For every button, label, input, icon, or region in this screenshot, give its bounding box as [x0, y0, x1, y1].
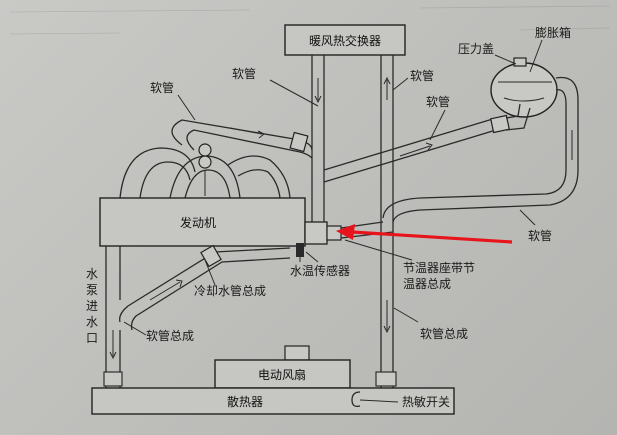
engine-block: 发动机 — [99, 197, 306, 247]
radiator: 散热器 — [91, 387, 455, 415]
right-lower-fitting — [375, 371, 397, 387]
pump-inlet-char-3: 进 — [86, 299, 98, 313]
coolant-pipe-label: 冷却水管总成 — [194, 283, 266, 298]
electric-fan: 电动风扇 — [214, 345, 351, 389]
water-temp-sensor — [296, 243, 304, 262]
hose-to-tank — [323, 103, 531, 183]
hose-left-label: 软管 — [150, 80, 174, 95]
hose-lower-right-label: 软管 — [528, 228, 552, 243]
hose-assembly-left-label: 软管总成 — [146, 328, 194, 343]
water-temp-sensor-label: 水温传感器 — [290, 263, 350, 278]
heater-core: 暖风热交换器 — [284, 24, 406, 56]
expansion-tank: 压力盖 膨胀箱 — [458, 25, 571, 118]
tank-return-hose — [382, 76, 579, 223]
pump-inlet-char-5: 口 — [86, 331, 98, 345]
pump-inlet-char-1: 水 — [86, 267, 98, 281]
page-bleed-through — [9, 5, 611, 35]
leader-lines — [123, 77, 536, 336]
pump-inlet-label: 水 泵 进 水 口 — [86, 267, 98, 345]
pressure-cap-body — [513, 57, 527, 67]
thermostat-label-line1: 节温器座带节 — [403, 260, 475, 275]
hose-mid-right-label: 软管 — [426, 94, 450, 109]
top-hose — [171, 119, 313, 159]
expansion-tank-label: 膨胀箱 — [535, 25, 571, 40]
electric-fan-label: 电动风扇 — [258, 367, 306, 382]
pressure-cap-label: 压力盖 — [458, 42, 494, 56]
hose-upper-right-label: 软管 — [410, 68, 434, 83]
red-highlight-arrow — [336, 224, 513, 244]
engine-label: 发动机 — [180, 215, 216, 230]
hose-top-label: 软管 — [232, 66, 256, 81]
thermostat-label-line2: 温器总成 — [403, 277, 451, 291]
pump-inlet-char-4: 水 — [86, 315, 98, 329]
engine-manifold — [119, 143, 291, 199]
heater-core-label: 暖风热交换器 — [309, 33, 381, 48]
radiator-label: 散热器 — [227, 394, 263, 409]
hose-assembly-right-label: 软管总成 — [420, 326, 468, 341]
thermal-switch: 热敏开关 — [351, 391, 450, 409]
thermal-switch-label: 热敏开关 — [402, 394, 450, 409]
pump-inlet-char-2: 泵 — [86, 283, 98, 297]
pump-pipe — [103, 246, 123, 388]
